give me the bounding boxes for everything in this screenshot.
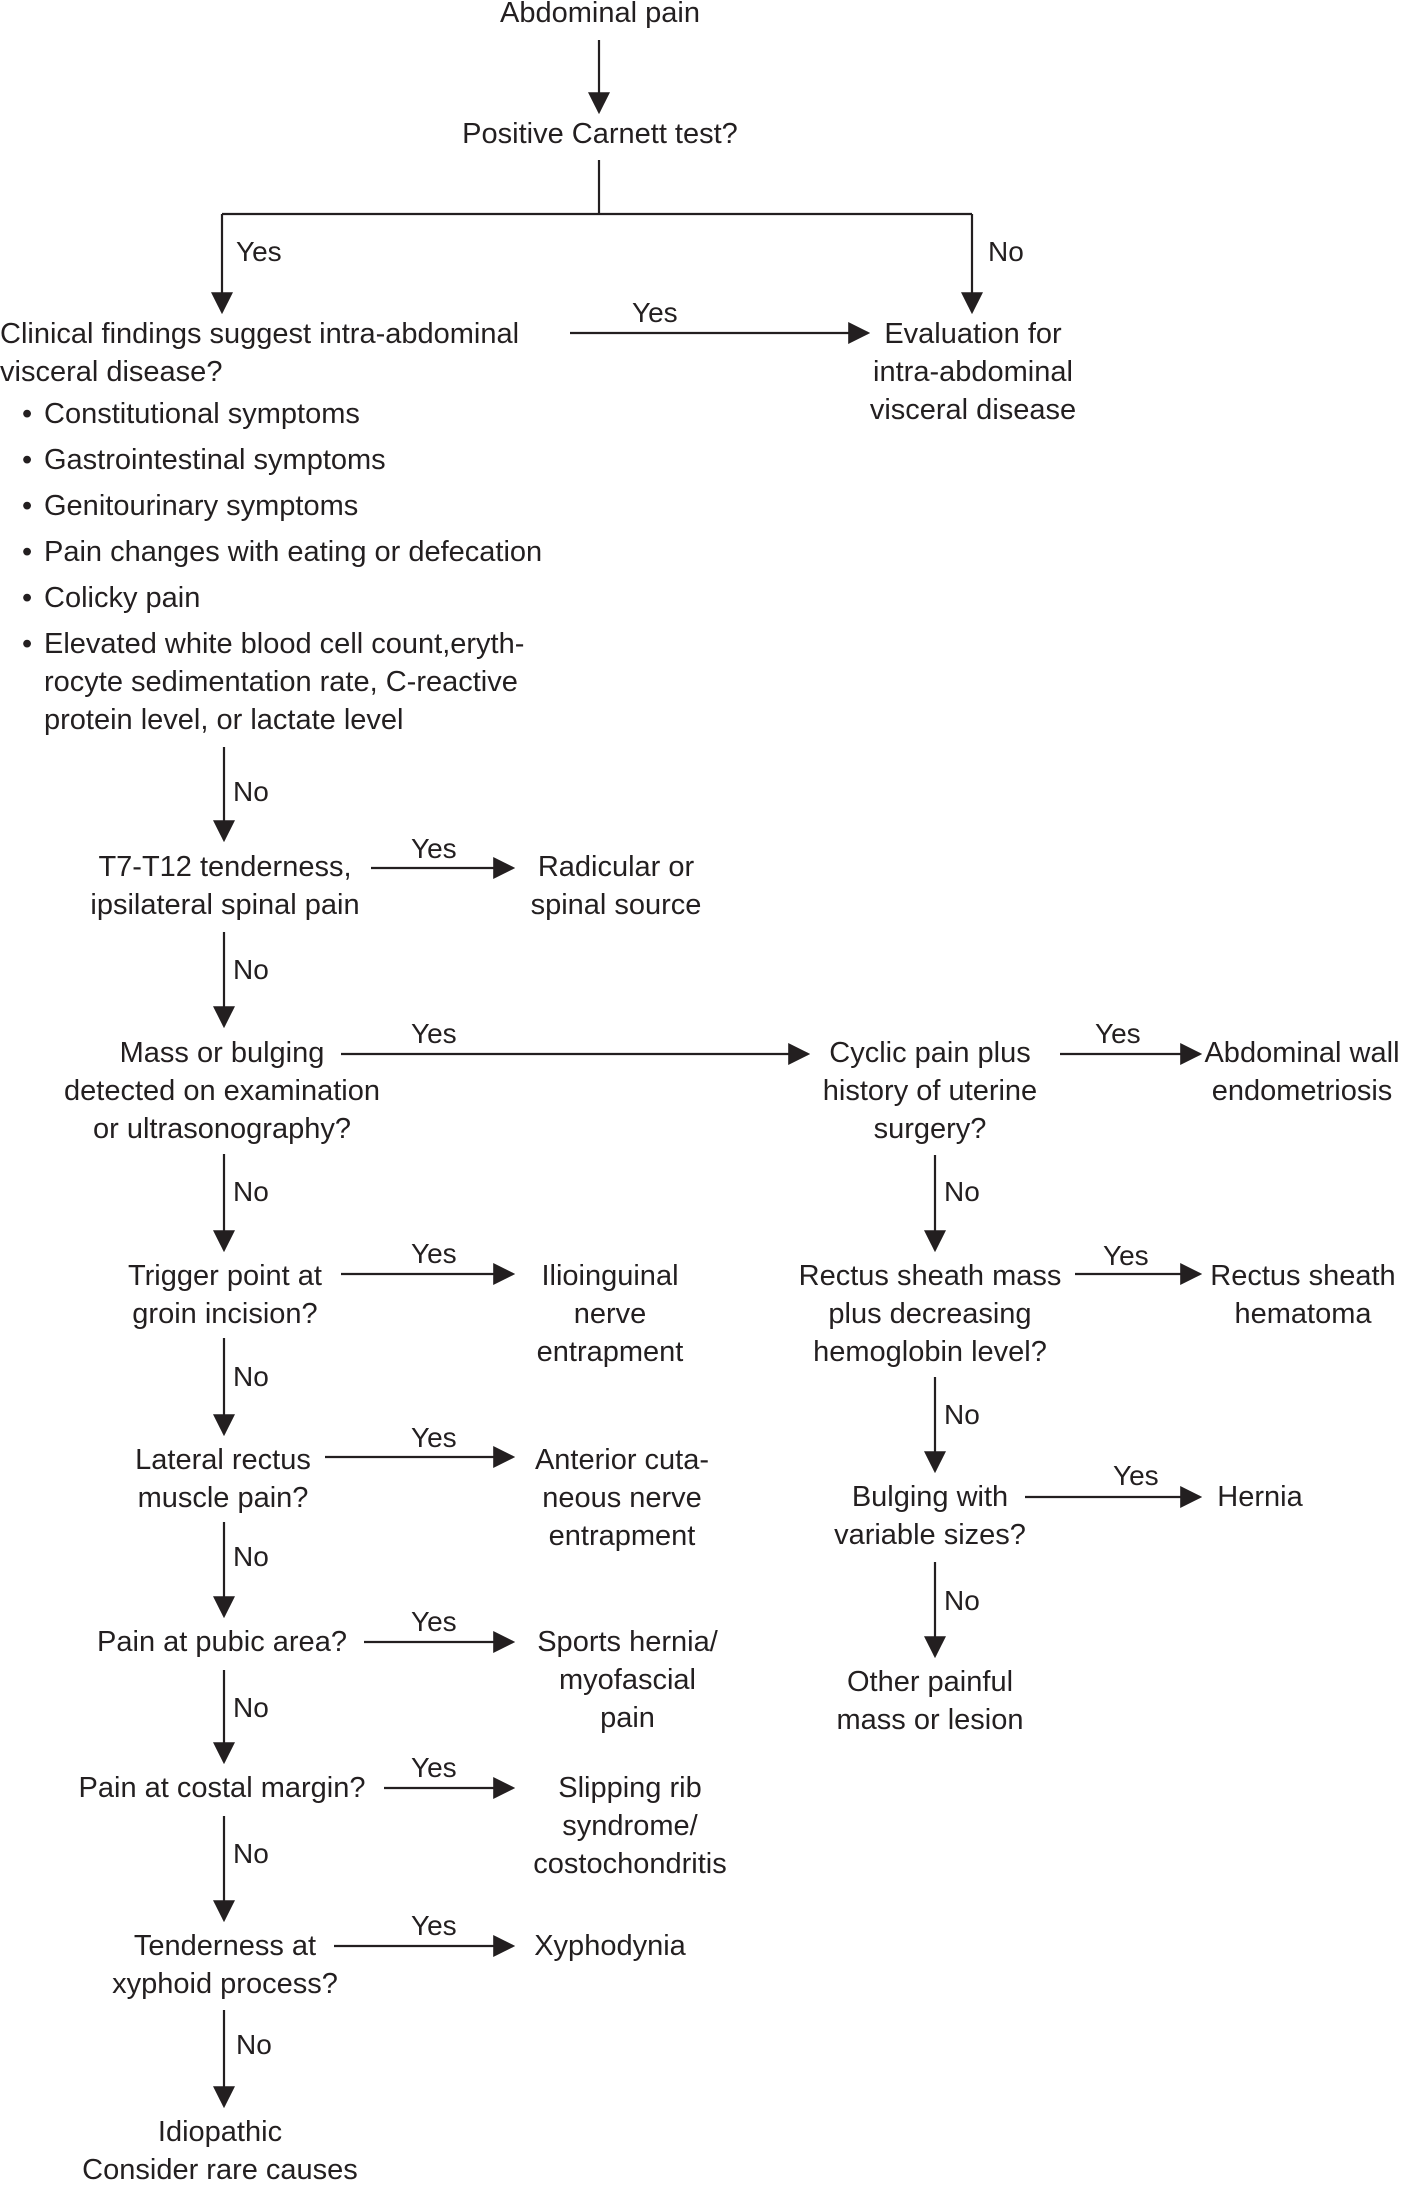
node-ilioinguinal-entrapment: Ilioinguinal nerve entrapment [536,1260,684,1368]
label-no: No [944,1585,980,1616]
label-yes: Yes [411,1422,457,1453]
label-yes: Yes [632,297,678,328]
label-yes: Yes [411,1238,457,1269]
node-mass-or-bulging: Mass or bulging detected on examination … [64,1037,380,1145]
node-rectus-sheath-hematoma: Rectus sheath hematoma [1210,1260,1396,1330]
node-bulging-variable-sizes: Bulging with variable sizes? [834,1481,1026,1551]
label-no: No [233,1838,269,1869]
node-pain-costal-margin: Pain at costal margin? [78,1772,366,1804]
node-other-painful-mass: Other painful mass or lesion [836,1666,1024,1736]
node-abdominal-wall-endometriosis: Abdominal wall endometriosis [1204,1037,1400,1107]
node-lateral-rectus-pain: Lateral rectus muscle pain? [135,1444,311,1514]
clinical-findings-list: Constitutional symptoms Gastrointestinal… [22,395,542,747]
label-yes: Yes [411,1018,457,1049]
list-item: Pain changes with eating or defecation [22,533,542,571]
label-no: No [233,1692,269,1723]
node-radicular-spinal-source: Radicular or spinal source [530,851,702,921]
list-item: Elevated white blood cell count,eryth- r… [22,625,542,739]
label-no: No [233,776,269,807]
label-yes: Yes [411,1910,457,1941]
node-abdominal-pain: Abdominal pain [500,0,700,29]
label-yes: Yes [411,833,457,864]
node-idiopathic: Idiopathic Consider rare causes [82,2116,358,2186]
node-clinical-findings-question: Clinical findings suggest intra-abdomina… [0,318,520,388]
list-item: Colicky pain [22,579,542,617]
label-yes: Yes [411,1752,457,1783]
label-no: No [233,1176,269,1207]
label-no: No [988,236,1024,267]
list-item: Gastrointestinal symptoms [22,441,542,479]
node-evaluation-visceral-disease: Evaluation for intra-abdominal visceral … [869,318,1077,426]
label-yes: Yes [1113,1460,1159,1491]
node-sports-hernia: Sports hernia/ myofascial pain [537,1626,718,1734]
node-t7-t12-tenderness: T7-T12 tenderness, ipsilateral spinal pa… [90,851,360,921]
label-no: No [233,954,269,985]
list-item: Constitutional symptoms [22,395,542,433]
label-no: No [944,1176,980,1207]
node-anterior-cutaneous-entrapment: Anterior cuta- neous nerve entrapment [534,1444,710,1552]
label-yes: Yes [1095,1018,1141,1049]
label-no: No [233,1541,269,1572]
node-slipping-rib: Slipping rib syndrome/ costochondritis [533,1772,727,1880]
node-tenderness-xyphoid: Tenderness at xyphoid process? [112,1930,338,2000]
label-yes: Yes [236,236,282,267]
label-no: No [944,1399,980,1430]
list-item: Genitourinary symptoms [22,487,542,525]
node-pain-pubic-area: Pain at pubic area? [97,1626,347,1658]
node-rectus-sheath-mass: Rectus sheath mass plus decreasing hemog… [798,1260,1062,1368]
label-no: No [233,1361,269,1392]
node-cyclic-pain: Cyclic pain plus history of uterine surg… [822,1037,1038,1145]
node-positive-carnett-test: Positive Carnett test? [462,118,738,150]
label-no: No [236,2029,272,2060]
node-xyphodynia: Xyphodynia [534,1930,686,1962]
node-hernia: Hernia [1217,1481,1303,1513]
label-yes: Yes [411,1606,457,1637]
label-yes: Yes [1103,1240,1149,1271]
node-trigger-point: Trigger point at groin incision? [128,1260,322,1330]
